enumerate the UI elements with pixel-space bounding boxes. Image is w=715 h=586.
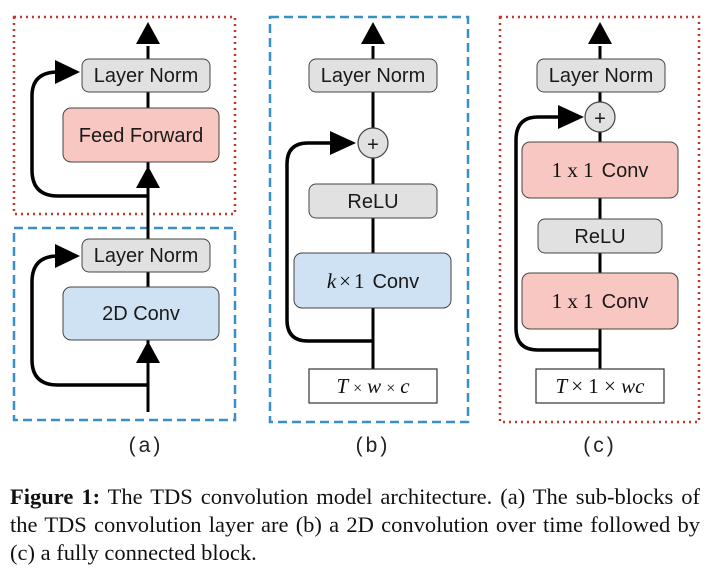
panel-a-label: (a): [129, 434, 164, 457]
add-node: [584, 101, 616, 133]
residual-connection: [285, 141, 373, 343]
caption-lead: Figure 1:: [10, 484, 101, 509]
residual-arrow-bottom-icon: [55, 244, 80, 268]
input-shape-label: T× 1 × wc: [556, 374, 646, 398]
residual-connection: [514, 115, 600, 352]
panel-b-frame: [268, 15, 470, 424]
fully-connected-block-frame: [12, 15, 237, 216]
input-shape-box: [308, 368, 438, 404]
panel-b-label: (b): [356, 434, 391, 457]
output-arrow-icon: [136, 22, 160, 44]
input-shape-label: T×w×c: [336, 374, 410, 398]
output-arrow-icon: [588, 22, 612, 44]
relu-label: ReLU: [347, 191, 398, 213]
residual-connection-top: [30, 70, 148, 198]
conv-1x1-box-top: [521, 141, 679, 199]
conv-2d-label: 2D Conv: [102, 303, 180, 325]
panel-a: Layer Norm Feed Forward Layer Norm 2D Co…: [12, 15, 237, 457]
panel-c-frame: [498, 15, 701, 424]
conv-1x1-box-bottom: [521, 272, 679, 330]
feed-forward-input-arrow-icon: [136, 166, 160, 188]
plus-icon: +: [367, 134, 379, 156]
relu-box: [308, 183, 438, 219]
panel-c-label: (c): [583, 434, 617, 457]
residual-arrow-icon: [330, 131, 356, 155]
caption-text: The TDS convolution model architecture. …: [10, 484, 700, 565]
feed-forward-box: [62, 107, 220, 163]
add-node: [357, 127, 389, 159]
residual-connection-bottom: [30, 254, 148, 387]
conv-k-by-1-box: [293, 252, 452, 309]
layer-norm-box-bottom: [81, 238, 211, 273]
layer-norm-box: [536, 58, 666, 93]
residual-arrow-icon: [558, 105, 584, 129]
conv-input-arrow-icon: [136, 341, 160, 363]
output-arrow-icon: [361, 22, 385, 44]
figure-caption: Figure 1: The TDS convolution model arch…: [10, 483, 700, 567]
conv-2d-box: [62, 286, 220, 341]
layer-norm-label-top: Layer Norm: [94, 65, 198, 87]
conv-block-frame: [12, 226, 237, 422]
relu-label: ReLU: [574, 226, 625, 248]
residual-arrow-top-icon: [55, 60, 80, 84]
layer-norm-label: Layer Norm: [321, 65, 425, 87]
layer-norm-box: [308, 58, 438, 93]
tds-architecture-diagram: Layer Norm Feed Forward Layer Norm 2D Co…: [12, 15, 701, 457]
plus-icon: +: [594, 108, 606, 130]
feed-forward-label: Feed Forward: [79, 125, 204, 147]
input-shape-box: [535, 368, 665, 404]
layer-norm-box-top: [81, 58, 211, 93]
layer-norm-label-bottom: Layer Norm: [94, 245, 198, 267]
relu-box: [537, 218, 663, 254]
layer-norm-label: Layer Norm: [549, 65, 653, 87]
